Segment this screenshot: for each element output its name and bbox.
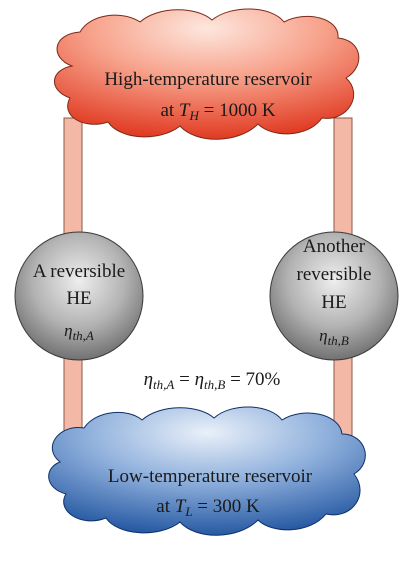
low-reservoir-title: Low-temperature reservoir	[108, 466, 313, 487]
high-reservoir-temperature: at TH = 1000 K	[160, 100, 275, 123]
left-upper-connector	[64, 118, 82, 242]
engine-b-label-line1: Another	[303, 236, 366, 257]
engine-b-label-line2: reversible	[297, 264, 372, 285]
engine-b-label-line3: HE	[321, 292, 346, 313]
efficiency-relation: ηth,A = ηth,B = 70%	[144, 369, 281, 392]
low-reservoir-temperature: at TL = 300 K	[156, 496, 260, 519]
right-upper-connector	[334, 118, 352, 242]
engine-a-label-line1: A reversible	[33, 261, 125, 282]
high-reservoir-title: High-temperature reservoir	[104, 69, 312, 90]
engine-a-label-line2: HE	[66, 288, 91, 309]
